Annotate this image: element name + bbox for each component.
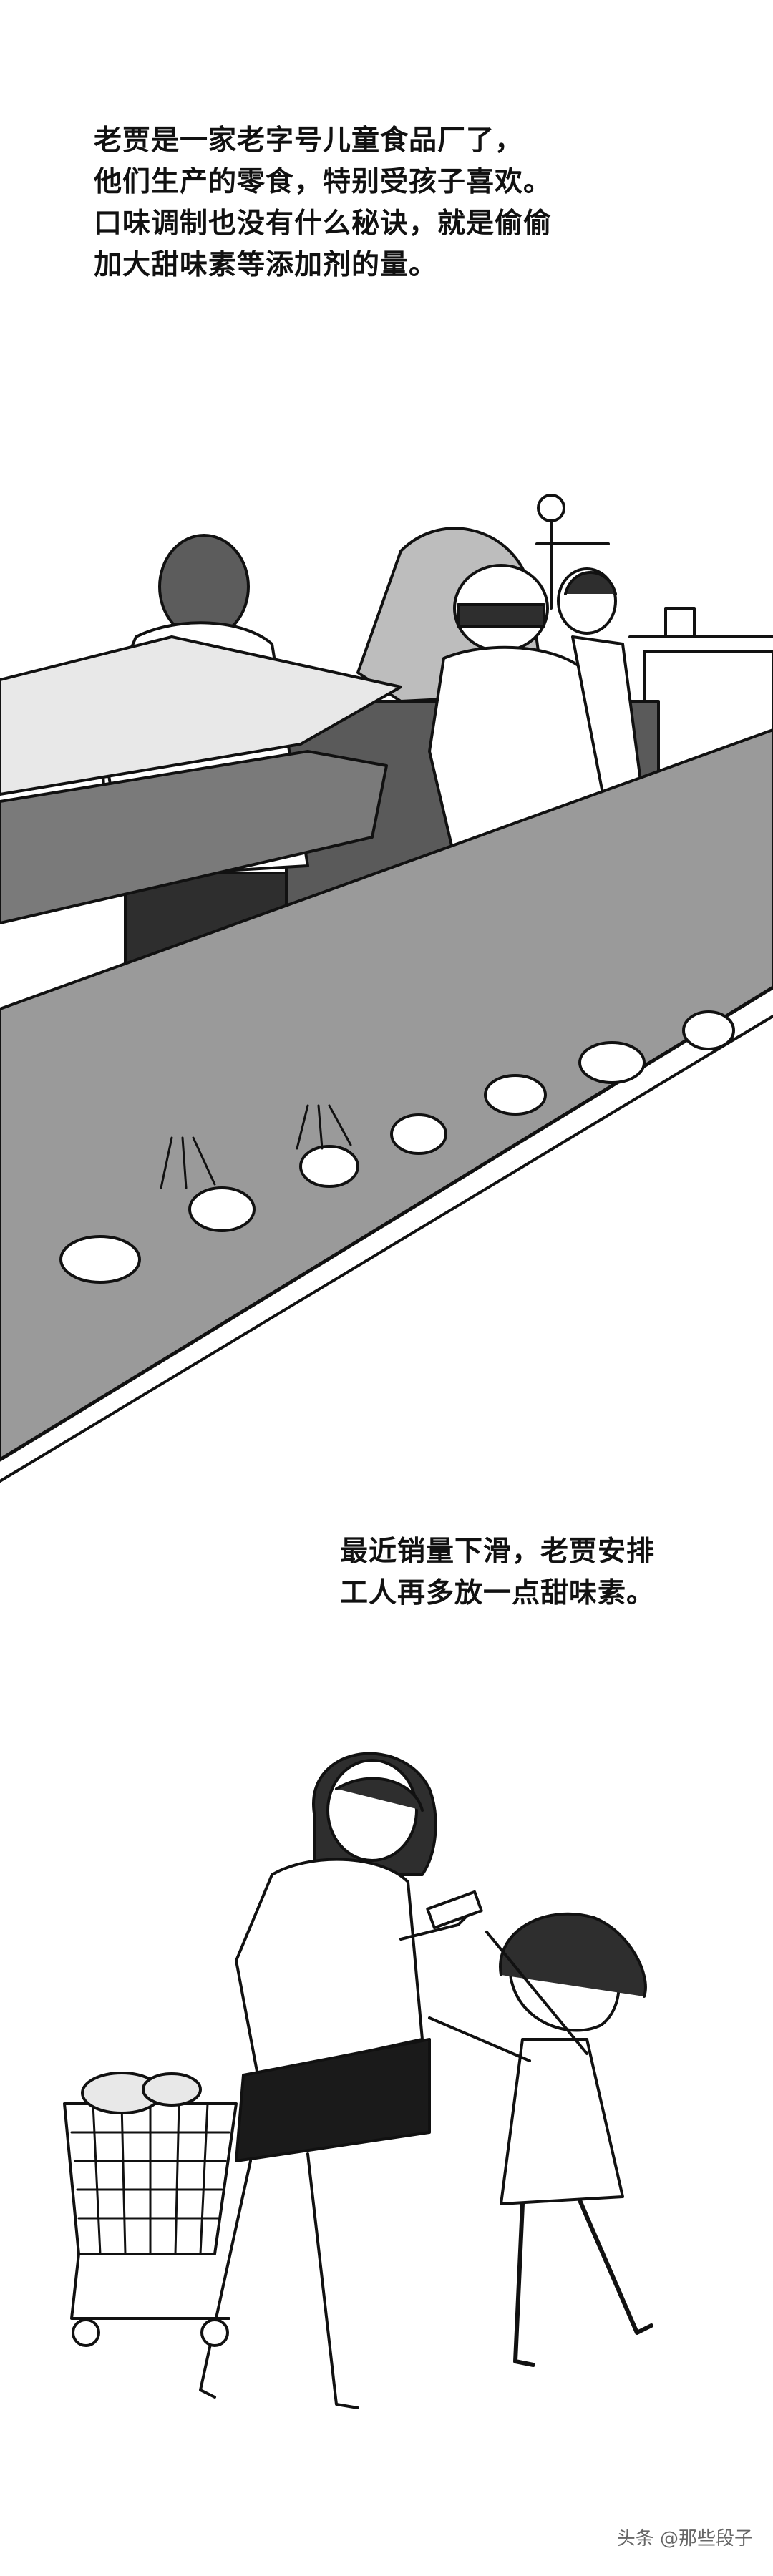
cookie bbox=[390, 1113, 447, 1155]
cookie bbox=[299, 1145, 359, 1188]
cookie-group bbox=[59, 1010, 735, 1284]
cookie bbox=[682, 1010, 735, 1050]
panel1-caption-line: 他们生产的零食，特别受孩子喜欢。 bbox=[94, 166, 553, 198]
mother bbox=[199, 1752, 483, 2409]
conveyor-belt bbox=[0, 728, 773, 1461]
cookie bbox=[59, 1235, 141, 1284]
mother-child-illustration bbox=[63, 1752, 653, 2409]
cookie bbox=[484, 1074, 547, 1116]
factory-conveyor-illustration bbox=[0, 494, 773, 1483]
cookie bbox=[188, 1186, 256, 1232]
tray bbox=[0, 635, 402, 796]
valve bbox=[664, 607, 696, 638]
panel1-caption: 老贾是一家老字号儿童食品厂了， 他们生产的零食，特别受孩子喜欢。 口味调制也没有… bbox=[94, 120, 552, 286]
panel1-caption-line: 老贾是一家老字号儿童食品厂了， bbox=[94, 125, 524, 157]
sweetener-spray bbox=[160, 1104, 352, 1189]
shopping-cart bbox=[63, 2072, 238, 2347]
panel2-caption-line: 工人再多放一点甜味素。 bbox=[340, 1577, 656, 1609]
dispenser bbox=[0, 750, 388, 924]
panel2-caption: 最近销量下滑，老贾安排 工人再多放一点甜味素。 bbox=[340, 1531, 655, 1614]
panel1-caption-line: 加大甜味素等添加剂的量。 bbox=[94, 249, 438, 281]
panel1-caption-line: 口味调制也没有什么秘诀，就是偷偷 bbox=[94, 208, 553, 240]
panel2-caption-line: 最近销量下滑，老贾安排 bbox=[340, 1536, 656, 1568]
phone bbox=[426, 1890, 483, 1930]
child bbox=[428, 1912, 653, 2367]
cookie bbox=[578, 1041, 646, 1084]
watermark: 头条 @那些段子 bbox=[616, 2528, 753, 2550]
pressure-gauge bbox=[537, 494, 565, 522]
